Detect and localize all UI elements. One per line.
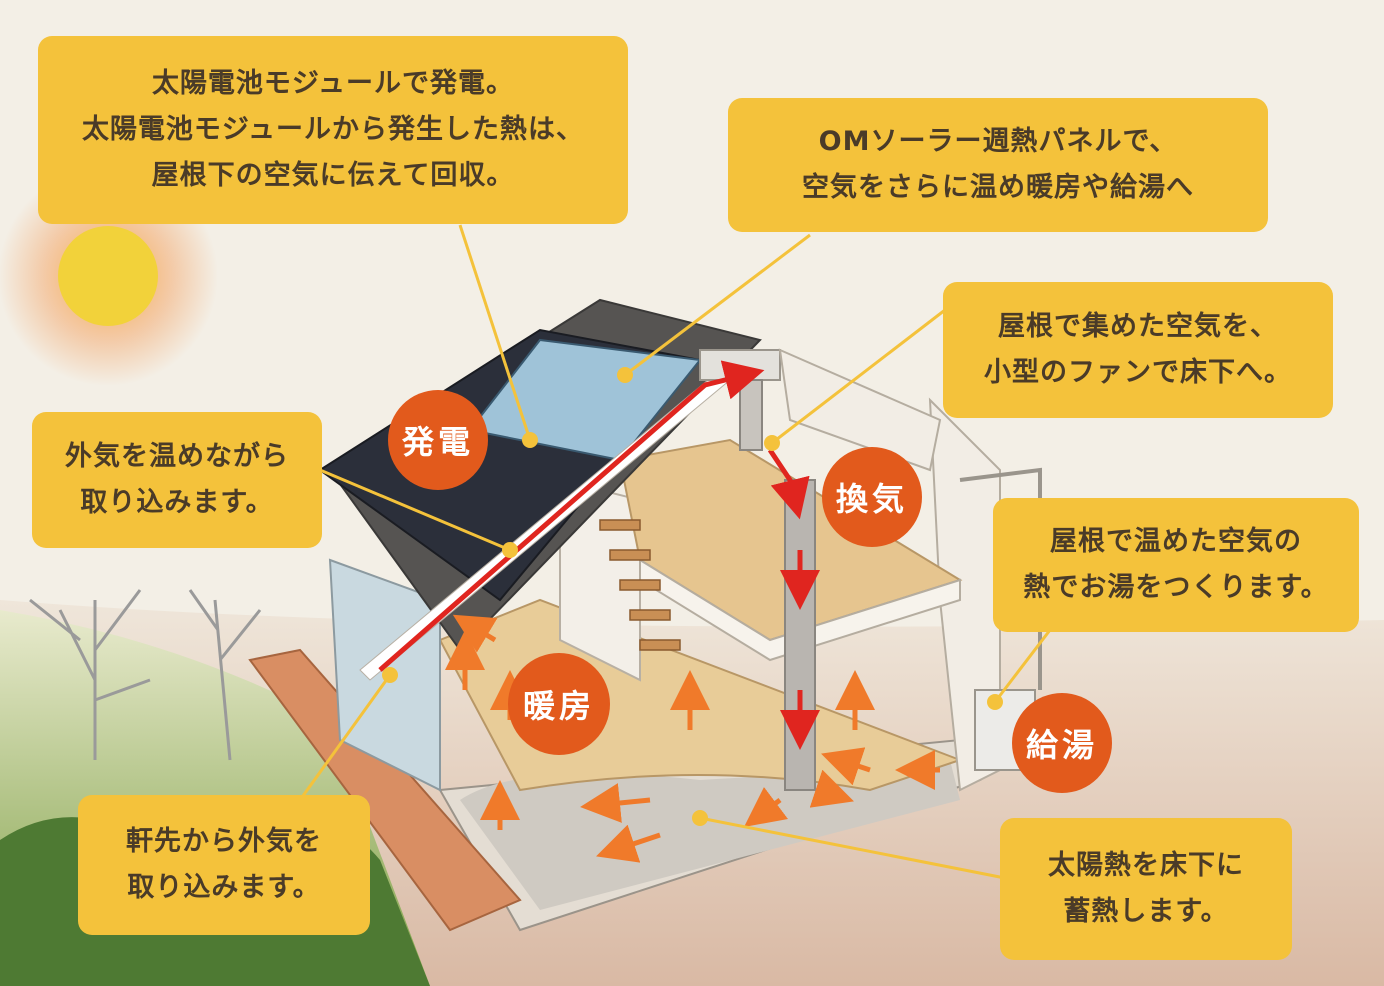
- leader-lines: [298, 224, 1052, 882]
- callout-line: 取り込みます。: [80, 487, 274, 518]
- veranda-deck: [248, 648, 522, 932]
- badge-heating: 暖房: [508, 653, 610, 755]
- sun-icon: [58, 226, 158, 326]
- badge-ventilation: 換気: [822, 447, 922, 547]
- callout-line: 屋根で集めた空気を、: [998, 311, 1278, 342]
- right-gable: [778, 348, 942, 472]
- callout-line: 軒先から外気を: [126, 826, 322, 857]
- leader-dots: [382, 367, 1003, 826]
- air-flow-red-arrows: [378, 360, 820, 750]
- badge-power: 発電: [388, 390, 488, 490]
- tree-sketch: [29, 589, 262, 761]
- callout-line: 小型のファンで床下へ。: [984, 357, 1292, 388]
- callout-power-generation: 太陽電池モジュールで発電。 太陽電池モジュールから発生した熱は、 屋根下の空気に…: [38, 36, 628, 224]
- callout-line: 屋根下の空気に伝えて回収。: [151, 160, 515, 191]
- callout-hot-water: 屋根で温めた空気の 熱でお湯をつくります。: [993, 498, 1359, 632]
- callout-line: 熱でお湯をつくります。: [1023, 572, 1329, 603]
- vertical-duct: [784, 479, 816, 791]
- callout-line: 屋根で温めた空気の: [1050, 526, 1302, 557]
- callout-line: 取り込みます。: [127, 872, 321, 903]
- callout-line: 太陽電池モジュールで発電。: [151, 68, 515, 99]
- callout-fan: 屋根で集めた空気を、 小型のファンで床下へ。: [943, 282, 1333, 418]
- callout-eaves-intake: 軒先から外気を 取り込みます。: [78, 795, 370, 935]
- callout-line: 外気を温めながら: [65, 441, 289, 472]
- staircase: [599, 519, 681, 651]
- callout-line: 蓄熱します。: [1063, 896, 1229, 927]
- callout-line: 太陽電池モジュールから発生した熱は、: [81, 114, 585, 145]
- callout-intake-warm: 外気を温めながら 取り込みます。: [32, 412, 322, 548]
- callout-om-panel: OMソーラー週熱パネルで、 空気をさらに温め暖房や給湯へ: [728, 98, 1268, 232]
- callout-line: 太陽熱を床下に: [1048, 850, 1244, 881]
- callout-underfloor: 太陽熱を床下に 蓄熱します。: [1000, 818, 1292, 960]
- duct-upper: [739, 379, 763, 451]
- callout-line: OMソーラー週熱パネルで、: [818, 126, 1178, 157]
- callout-line: 空気をさらに温め暖房や給湯へ: [802, 172, 1194, 203]
- badge-water: 給湯: [1012, 693, 1112, 793]
